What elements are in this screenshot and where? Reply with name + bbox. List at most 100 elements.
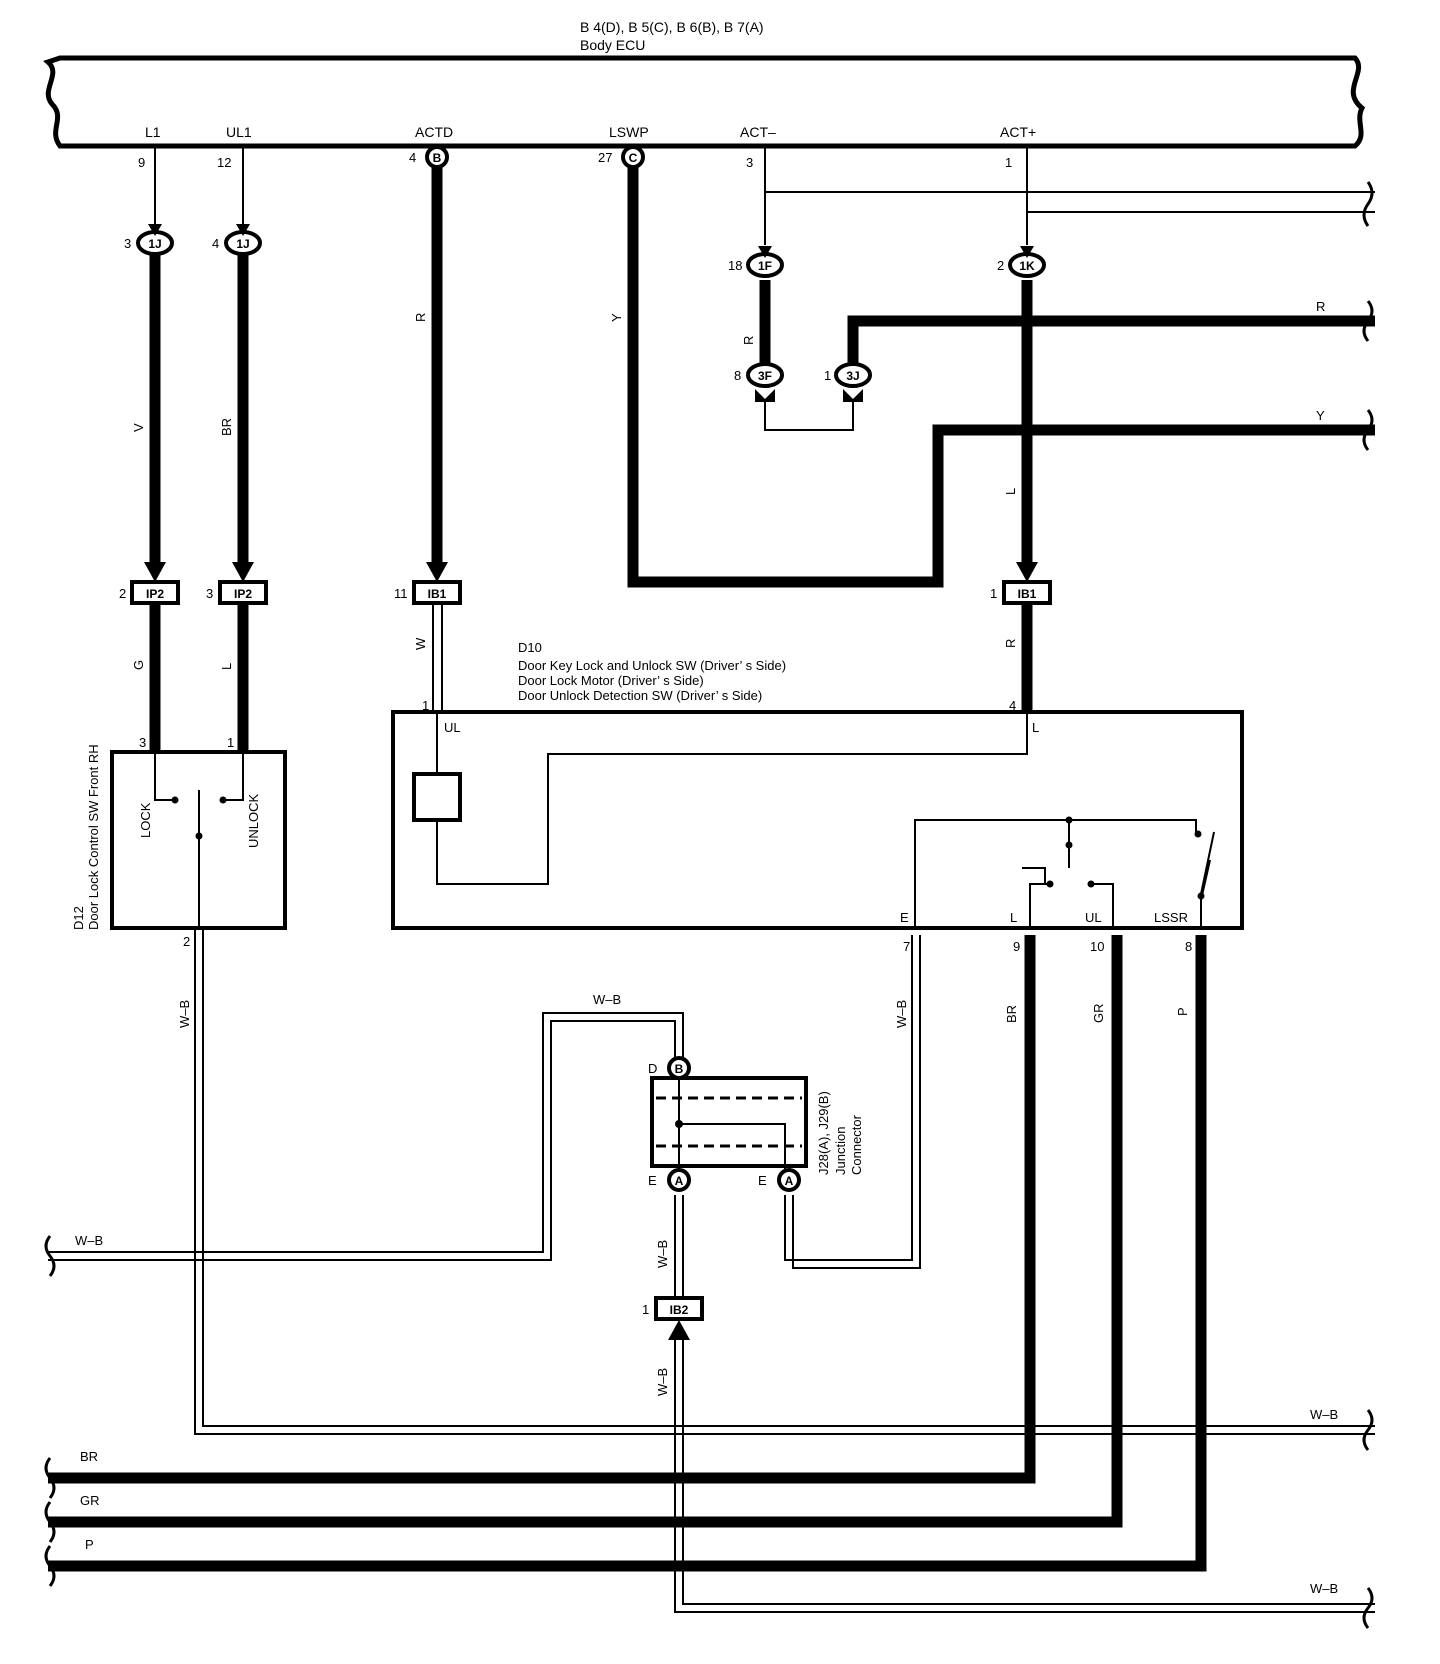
connector-ib2 [654,1296,704,1321]
connector-3f-pin: 8 [734,368,741,383]
d12-pin-unlock: 1 [227,735,234,750]
ecu-box [43,55,1366,149]
d10-lssr-contact-bottom [1197,892,1205,900]
arrow-ib2 [668,1320,690,1340]
ecu-terminal-lswp: LSWP [609,124,649,140]
junction-left-connector [667,1168,691,1192]
ecu-connector-c-id: C [629,151,638,165]
connector-3f-id: 3F [758,369,772,383]
d10-pin-e: 7 [903,939,910,954]
wire-y-lswp [627,165,1375,588]
connector-3j-plug [843,389,863,402]
wire-label-wb-e: W–B [894,1000,909,1028]
wire-r-3j [847,315,1375,365]
wire-label-w: W [413,637,428,650]
rect-connectors: IP2 2 IP2 3 IB1 11 IB1 1 IB2 1 [119,580,1052,1321]
junction-right-conn: A [785,1174,794,1188]
wire-color-labels: V BR R Y R L G L W R W–B W–B W–B W–B W–B… [131,313,1190,1396]
connector-ib1-a-pin: 11 [394,586,408,601]
connector-ip2-b-pin: 3 [206,586,213,601]
wires [48,146,1375,1613]
wire-label-g: G [131,660,146,670]
d10-pin-ul: 1 [422,698,429,713]
left-exit-label-p: P [85,1537,94,1552]
connector-1j-b-id: 1J [236,237,249,251]
ecu-terminal-act-minus: ACT– [740,124,776,140]
d10-code: D10 [518,640,542,655]
connector-ip2-b-id: IP2 [234,587,252,601]
arrow-ib1-a [426,562,448,582]
junction-right-connector [777,1168,801,1192]
connector-1f-pin: 18 [728,258,742,273]
d12-name: Door Lock Control SW Front RH [86,744,101,930]
d12-common-contact [195,832,203,840]
ecu-pin-4: 4 [409,150,416,165]
ecu-pin-27: 27 [598,150,612,165]
connector-3f [746,362,784,388]
connector-3j-id: 3J [846,369,859,383]
wire-br-d10 [48,935,1036,1484]
d10-switch-node [1065,816,1073,824]
wire-wb-ib2a [674,1195,684,1298]
d12-unlock-contact [219,796,227,804]
ecu-terminal-ul1: UL1 [226,124,252,140]
connector-1j-a-id: 1J [148,237,161,251]
wire-label-y-lswp: Y [609,313,624,322]
d12-lock-contact [171,796,179,804]
connector-ib2-pin: 1 [642,1302,649,1317]
d10-label-ul: UL [444,720,461,735]
ecu-terminal-act-plus: ACT+ [1000,124,1036,140]
d10-line1: Door Key Lock and Unlock SW (Driver’ s S… [518,658,786,673]
d10-label-lssr: LSSR [1154,910,1188,925]
d10-door-lock-assembly: D10 Door Key Lock and Unlock SW (Driver’… [391,640,1244,954]
arrow-ip2-b [232,562,254,582]
left-exit-label-wb: W–B [75,1233,103,1248]
d12-code: D12 [71,906,86,930]
right-exit-label-wb2: W–B [1310,1581,1338,1596]
right-exit-label-r: R [1316,299,1325,314]
d12-pin-ground: 2 [183,934,190,949]
left-exit-label-gr: GR [80,1493,100,1508]
junction-right-pin: E [758,1173,767,1188]
d10-unlock-contact [1087,880,1095,888]
wire-label-r-1f: R [741,336,756,345]
arrow-1j-a [148,224,162,236]
wire-wb-e [784,935,921,1269]
d10-lock-contact [1046,880,1054,888]
connector-1j-a-pin: 3 [124,236,131,251]
wire-label-br: BR [219,418,234,436]
wire-label-r-ib1: R [1003,639,1018,648]
d10-line3: Door Unlock Detection SW (Driver’ s Side… [518,688,762,703]
d12-pin-lock: 3 [139,735,146,750]
wire-label-p-d10: P [1175,1007,1190,1016]
d10-label-l2: L [1010,910,1017,925]
connector-1k-pin: 2 [997,258,1004,273]
ecu-connector-c [621,145,645,169]
right-exits: R Y W–B W–B [1310,181,1374,1629]
ecu-connector-codes: B 4(D), B 5(C), B 6(B), B 7(A) [580,19,764,35]
d10-motor [412,772,462,822]
connector-ip2-a-id: IP2 [146,587,164,601]
wire-label-br-d10: BR [1004,1005,1019,1023]
wire-label-l-ip2: L [219,663,234,670]
d10-lssr-switch-blade [1200,831,1215,895]
connector-ib1-b-id: IB1 [1018,587,1037,601]
junction-left-conn: A [675,1174,684,1188]
arrow-ip2-a [144,562,166,582]
d10-switch-common [1065,841,1073,849]
junction-dashed-bus [656,1096,802,1148]
ecu-pin-9: 9 [138,155,145,170]
wire-label-wb-top: W–B [593,992,621,1007]
arrow-1f [758,246,772,258]
ecu-name: Body ECU [580,37,645,53]
junction-top-conn: B [675,1062,684,1076]
connector-1k-id: 1K [1019,259,1035,273]
connector-3f-plug [755,389,775,402]
ecu-terminal-l1: L1 [145,124,161,140]
wire-w [432,603,443,715]
d10-pin-l2: 9 [1013,939,1020,954]
wire-3f-3j-loop [764,402,854,431]
connector-3j [834,362,872,388]
d10-line2: Door Lock Motor (Driver’ s Side) [518,673,704,688]
